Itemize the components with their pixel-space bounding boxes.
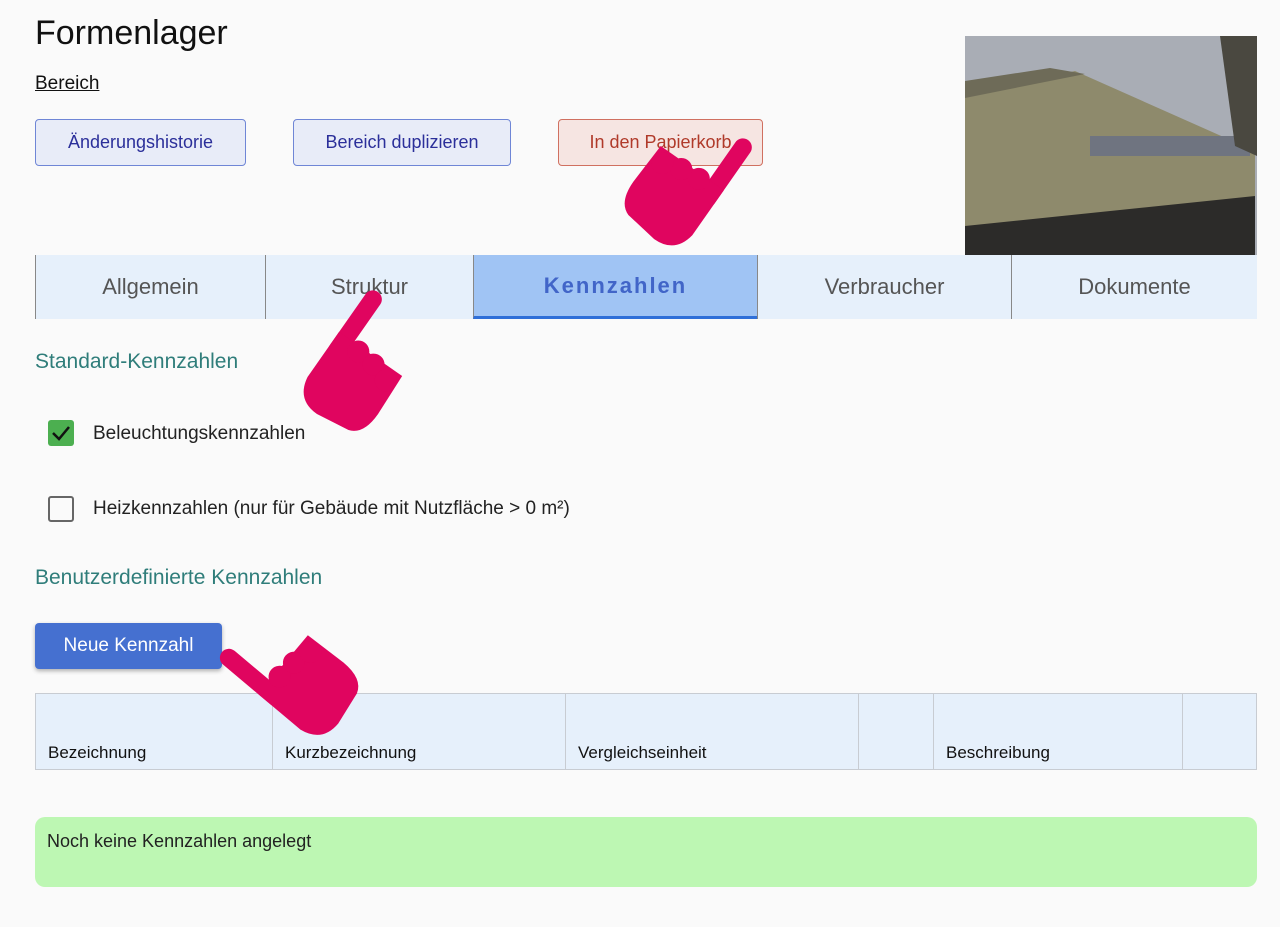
checkbox-label: Beleuchtungskennzahlen xyxy=(93,423,306,444)
tab-bar: Allgemein Struktur Kennzahlen Verbrauche… xyxy=(35,255,1257,319)
checkmark-icon xyxy=(52,426,70,441)
column-header[interactable]: Vergleichseinheit xyxy=(565,693,859,770)
checkbox-beleuchtung[interactable] xyxy=(48,420,74,446)
column-header[interactable]: Bezeichnung xyxy=(35,693,273,770)
empty-state-message: Noch keine Kennzahlen angelegt xyxy=(35,817,1257,887)
duplicate-button[interactable]: Bereich duplizieren xyxy=(293,119,511,166)
column-header xyxy=(858,693,934,770)
custom-heading: Benutzerdefinierte Kennzahlen xyxy=(35,566,323,589)
tab-verbraucher[interactable]: Verbraucher xyxy=(757,255,1011,319)
column-header[interactable]: Kurzbezeichnung xyxy=(272,693,566,770)
table-header-row: Bezeichnung Kurzbezeichnung Vergleichsei… xyxy=(35,693,1257,770)
checkbox-label: Heizkennzahlen (nur für Gebäude mit Nutz… xyxy=(93,498,570,519)
building-photo xyxy=(965,36,1257,255)
tab-struktur[interactable]: Struktur xyxy=(265,255,473,319)
breadcrumb-link[interactable]: Bereich xyxy=(35,73,100,94)
column-header xyxy=(1182,693,1257,770)
kennzahlen-table: Bezeichnung Kurzbezeichnung Vergleichsei… xyxy=(35,693,1257,770)
tab-dokumente[interactable]: Dokumente xyxy=(1011,255,1257,319)
tab-kennzahlen[interactable]: Kennzahlen xyxy=(473,255,757,319)
page-title: Formenlager xyxy=(35,14,228,52)
standard-heading: Standard-Kennzahlen xyxy=(35,350,239,373)
checkbox-heiz[interactable] xyxy=(48,496,74,522)
history-button[interactable]: Änderungshistorie xyxy=(35,119,246,166)
new-kennzahl-button[interactable]: Neue Kennzahl xyxy=(35,623,222,669)
tab-allgemein[interactable]: Allgemein xyxy=(35,255,265,319)
column-header[interactable]: Beschreibung xyxy=(933,693,1183,770)
trash-button[interactable]: In den Papierkorb xyxy=(558,119,763,166)
